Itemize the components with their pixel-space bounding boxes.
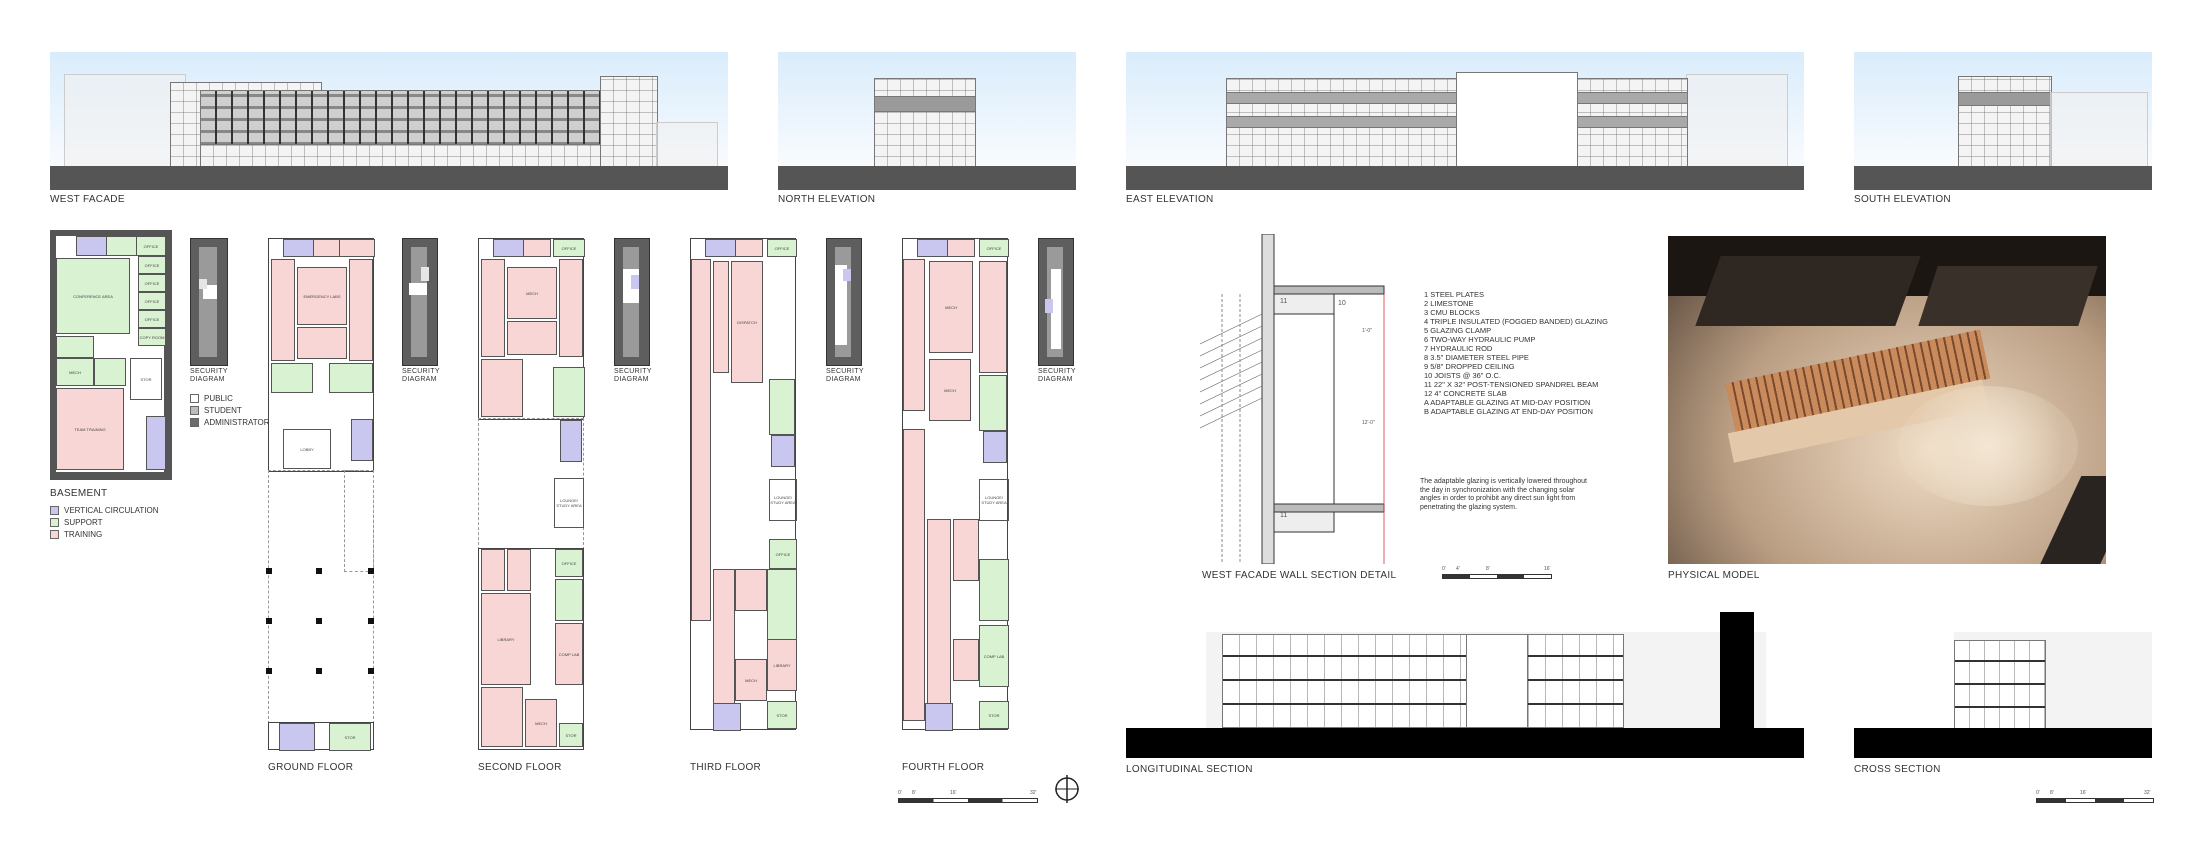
ground-floor-caption: GROUND FLOOR (268, 762, 354, 773)
security-diagram-basement (190, 238, 228, 366)
legend-administrator: ADMINISTRATOR (190, 418, 269, 427)
legend-vertical-circulation: VERTICAL CIRCULATION (50, 506, 159, 515)
scale-tick: 16' (950, 790, 957, 796)
section-scale-bar (2036, 798, 2154, 803)
security-diagram-fourth (1038, 238, 1074, 366)
security-diagram-second (614, 238, 650, 366)
second-floor-caption: SECOND FLOOR (478, 762, 562, 773)
legend-support: SUPPORT (50, 518, 103, 527)
ground-floor-plan: EMERGENCY LABS LOBBY STOR (266, 238, 376, 752)
scale-tick: 8' (2050, 790, 2054, 796)
scale-tick: 0' (2036, 790, 2040, 796)
scale-tick: 4' (1456, 566, 1460, 572)
legend-training: TRAINING (50, 530, 102, 539)
scale-tick: 32' (2144, 790, 2151, 796)
security-diagram-second-caption: SECURITY DIAGRAM (614, 368, 652, 383)
scale-tick: 8' (912, 790, 916, 796)
longitudinal-section (1126, 612, 1804, 758)
wall-tag-11: 11 (1280, 298, 1288, 305)
third-floor-caption: THIRD FLOOR (690, 762, 762, 773)
security-diagram-third-caption: SECURITY DIAGRAM (826, 368, 864, 383)
physical-model-caption: PHYSICAL MODEL (1668, 570, 1760, 581)
security-diagram-caption: SECURITY DIAGRAM (190, 368, 228, 383)
basement-plan: OFFICE OFFICE OFFICE OFFICE OFFICE COPY … (50, 230, 172, 480)
wall-section-caption: WEST FACADE WALL SECTION DETAIL (1202, 570, 1397, 581)
scale-tick: 0' (1442, 566, 1446, 572)
wall-tag-10: 10 (1338, 300, 1346, 307)
cross-section-caption: CROSS SECTION (1854, 764, 1941, 775)
south-elevation (1854, 52, 2152, 190)
wall-section-drawing (1200, 234, 1385, 564)
security-diagram-ground (402, 238, 438, 366)
longitudinal-section-caption: LONGITUDINAL SECTION (1126, 764, 1253, 775)
fourth-floor-caption: FOURTH FLOOR (902, 762, 985, 773)
wall-tag-dim-small: 1'-0" (1362, 328, 1372, 334)
glazing-positions: A ADAPTABLE GLAZING AT MID-DAY POSITION … (1424, 398, 1593, 416)
legend-public: PUBLIC (190, 394, 233, 403)
scale-tick: 16' (1544, 566, 1551, 572)
cross-section (1854, 632, 2152, 758)
scale-tick: 0' (898, 790, 902, 796)
wall-section-notes: 1 STEEL PLATES 2 LIMESTONE 3 CMU BLOCKS … (1424, 290, 1608, 398)
security-diagram-third (826, 238, 862, 366)
conference-area: CONFERENCE AREA (56, 258, 130, 334)
north-arrow-icon (1055, 775, 1079, 803)
security-diagram-fourth-caption: SECURITY DIAGRAM (1038, 368, 1076, 383)
wall-tag-11-lower: 11 (1280, 512, 1288, 519)
scale-tick: 8' (1486, 566, 1490, 572)
physical-model-photo (1668, 236, 2106, 564)
fourth-floor-plan: OFFICE MECH MECH LOUNGE/ STUDY AREA COMP… (902, 238, 1010, 752)
legend-student: STUDENT (190, 406, 242, 415)
third-floor-plan: OFFICE DISPATCH LOUNGE/ STUDY AREA OFFIC… (690, 238, 798, 752)
wall-tag-dim-large: 12'-0" (1362, 420, 1375, 426)
north-elevation (778, 52, 1076, 190)
security-diagram-ground-caption: SECURITY DIAGRAM (402, 368, 440, 383)
scale-tick: 16' (2080, 790, 2087, 796)
scale-tick: 32' (1030, 790, 1037, 796)
north-elevation-caption: NORTH ELEVATION (778, 194, 876, 205)
east-elevation (1126, 52, 1804, 190)
south-elevation-caption: SOUTH ELEVATION (1854, 194, 1951, 205)
team-training-room: TEAM TRAINING (56, 388, 124, 470)
east-elevation-caption: EAST ELEVATION (1126, 194, 1214, 205)
west-facade-caption: WEST FACADE (50, 194, 125, 205)
west-facade-elevation (50, 52, 728, 190)
glazing-description: The adaptable glazing is vertically lowe… (1420, 478, 1587, 511)
second-floor-plan: OFFICE MECH LOUNGE/ STUDY AREA OFFICE LI… (478, 238, 586, 752)
basement-caption: BASEMENT (50, 488, 108, 499)
detail-scale-bar (1442, 574, 1552, 579)
plan-scale-bar (898, 798, 1038, 803)
